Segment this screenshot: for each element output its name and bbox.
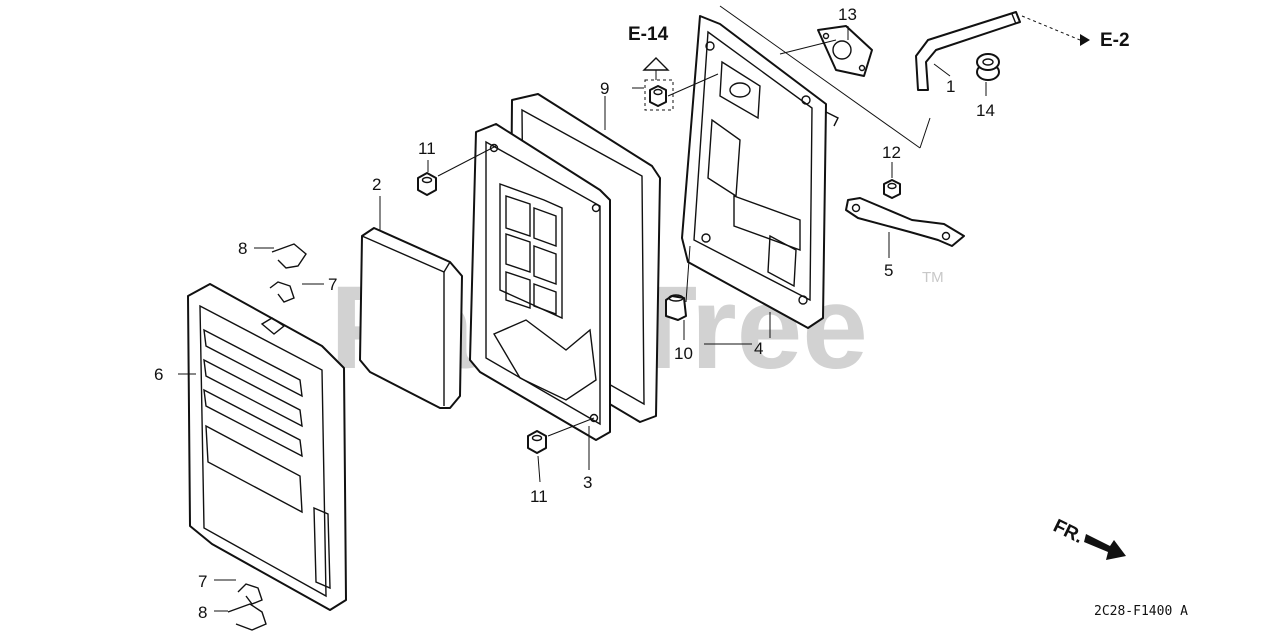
callout-7-lower: 7: [198, 572, 207, 591]
ref-arrow-e14: E-14: [628, 24, 670, 80]
callout-5: 5: [884, 261, 893, 280]
callout-12: 12: [882, 143, 901, 162]
callout-11-upper: 11: [418, 139, 436, 158]
callout-13: 13: [838, 5, 857, 24]
part-gasket: [817, 25, 873, 77]
callout-9: 9: [600, 79, 609, 98]
part-clip-7-lower: [237, 583, 263, 605]
part-air-cleaner-cover: [187, 283, 347, 611]
callout-6: 6: [154, 365, 163, 384]
drawing-code: 2C28-F1400 A: [1094, 604, 1188, 619]
callout-2: 2: [372, 175, 381, 194]
callout-3: 3: [583, 473, 592, 492]
callout-11-lower: 11: [530, 487, 548, 506]
part-foam-element: [359, 227, 463, 409]
part-collar-10: [665, 294, 687, 321]
front-direction-arrow: FR.: [1050, 516, 1126, 560]
part-clip-8-lower: [227, 603, 267, 631]
leader-lines: [178, 26, 987, 612]
callout-8-lower: 8: [198, 603, 207, 622]
part-clip-7-upper: [269, 281, 295, 303]
part-collar-9: [644, 79, 674, 111]
part-grommet: [976, 53, 1000, 81]
callout-10: 10: [674, 344, 693, 363]
callout-8-upper: 8: [238, 239, 247, 258]
part-nut-12: [883, 179, 901, 199]
part-clip-8-upper: [271, 243, 307, 269]
part-stay: [845, 197, 965, 247]
part-air-cleaner-case: [681, 15, 839, 329]
part-nut-11-upper: [417, 172, 437, 196]
part-nut-11-lower: [527, 430, 547, 454]
ref-arrow-e2: E-2: [1021, 15, 1130, 51]
callout-7-upper: 7: [328, 275, 337, 294]
callout-1: 1: [946, 77, 955, 96]
svg-text:FR.: FR.: [1050, 516, 1087, 548]
svg-text:E-2: E-2: [1100, 30, 1130, 51]
watermark-tm: TM: [922, 269, 944, 286]
callout-4: 4: [754, 339, 763, 358]
callout-14: 14: [976, 101, 995, 120]
svg-text:E-14: E-14: [628, 24, 669, 45]
assembly-lines: [437, 5, 931, 437]
part-breather-tube: [915, 11, 1021, 91]
part-element-holder: [469, 123, 611, 441]
